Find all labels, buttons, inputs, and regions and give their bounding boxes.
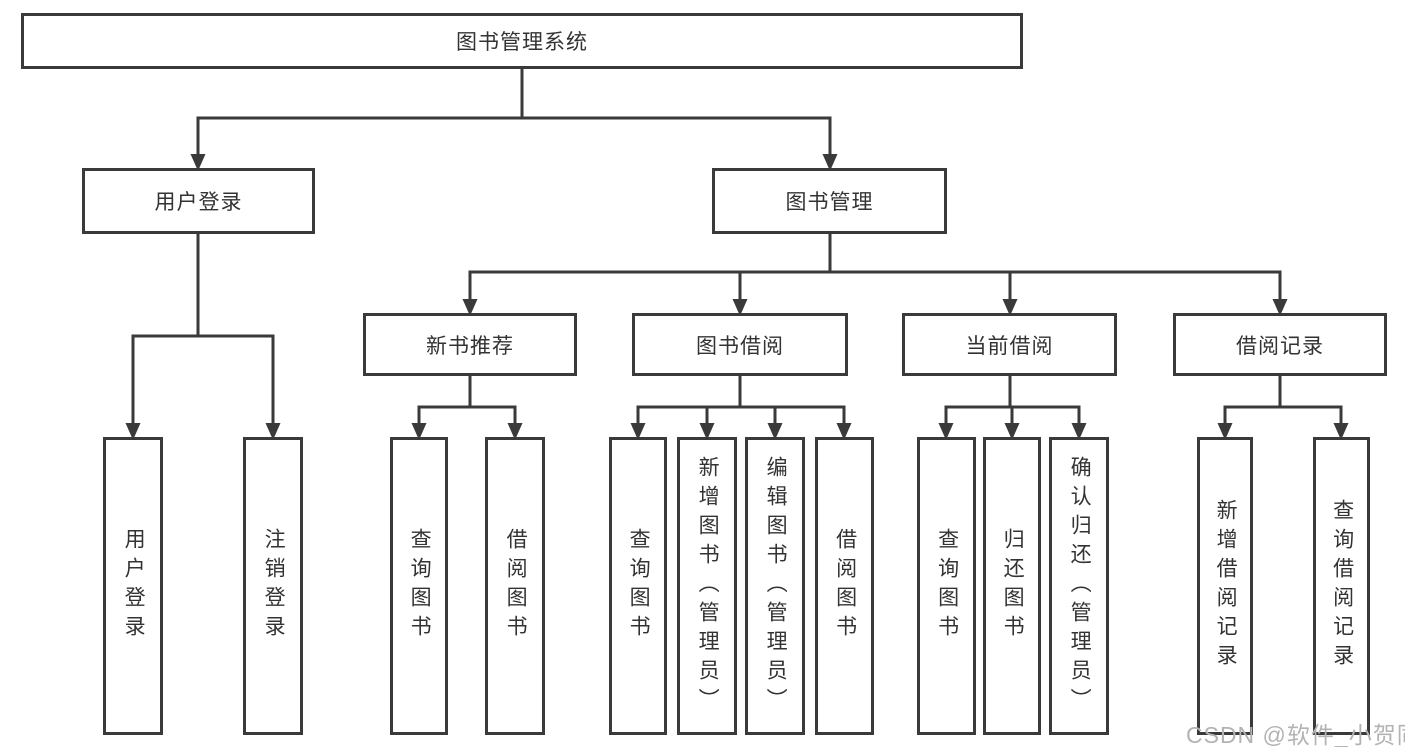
node-user-login: 用户登录 [82, 168, 315, 234]
leaf-borrow-books-recommend-label: 借阅图书 [504, 528, 528, 644]
leaf-query-borrow-record: 查询借阅记录 [1313, 437, 1370, 735]
arrow-to-query-books-recommend [411, 423, 427, 440]
arrow-to-user-login-leaf [125, 423, 141, 440]
node-current-borrowing: 当前借阅 [902, 313, 1117, 376]
leaf-add-borrow-record-label: 新增借阅记录 [1214, 499, 1238, 673]
leaf-add-books-admin-label: 新增图书（管理员） [696, 455, 720, 717]
node-borrowing-records-label: 借阅记录 [1236, 334, 1324, 358]
node-current-borrowing-label: 当前借阅 [965, 334, 1054, 358]
leaf-borrow-books-borrowing-label: 借阅图书 [833, 528, 857, 644]
leaf-confirm-return-admin-label: 确认归还（管理员） [1068, 455, 1092, 717]
leaf-user-login-label: 用户登录 [122, 528, 146, 644]
leaf-borrow-books-recommend: 借阅图书 [485, 437, 545, 735]
node-root-label: 图书管理系统 [456, 31, 588, 54]
leaf-query-books-current: 查询图书 [917, 437, 976, 735]
leaf-add-books-admin: 新增图书（管理员） [677, 437, 737, 735]
leaf-query-books-borrowing: 查询图书 [609, 437, 667, 735]
arrow-to-add-books-admin [699, 423, 715, 440]
leaf-edit-books-admin: 编辑图书（管理员） [745, 437, 805, 735]
node-book-management: 图书管理 [712, 168, 947, 234]
arrow-to-new-book-recommend [462, 299, 478, 316]
arrow-to-book-management [822, 154, 838, 171]
node-book-borrowing-label: 图书借阅 [696, 334, 784, 358]
leaf-return-books-label: 归还图书 [1001, 528, 1025, 644]
arrow-to-confirm-return-admin [1071, 423, 1087, 440]
csdn-watermark: CSDN @软件_小贺同学 [1186, 722, 1405, 747]
leaf-query-books-borrowing-label: 查询图书 [627, 528, 651, 644]
arrow-to-user-login [190, 154, 206, 171]
node-book-management-label: 图书管理 [785, 191, 874, 214]
arrow-to-query-books-current [938, 423, 954, 440]
leaf-edit-books-admin-label: 编辑图书（管理员） [764, 455, 788, 717]
arrow-to-query-borrow-record [1333, 423, 1349, 440]
arrow-to-borrow-books-borrowing [836, 423, 852, 440]
arrowheads [125, 154, 1349, 440]
leaf-add-borrow-record: 新增借阅记录 [1197, 437, 1253, 735]
leaf-query-books-recommend-label: 查询图书 [408, 528, 432, 644]
leaf-borrow-books-borrowing: 借阅图书 [815, 437, 874, 735]
node-user-login-label: 用户登录 [154, 191, 243, 214]
arrow-to-add-borrow-record [1217, 423, 1233, 440]
leaf-query-books-recommend: 查询图书 [390, 437, 448, 735]
leaf-query-borrow-record-label: 查询借阅记录 [1330, 499, 1354, 673]
node-root-library-system: 图书管理系统 [21, 13, 1023, 69]
arrow-to-borrow-books-recommend [507, 423, 523, 440]
leaf-query-books-current-label: 查询图书 [935, 528, 959, 644]
arrow-to-query-books-borrowing [630, 423, 646, 440]
leaf-return-books: 归还图书 [983, 437, 1041, 735]
leaf-logout: 注销登录 [243, 437, 303, 735]
leaf-logout-label: 注销登录 [262, 528, 286, 644]
arrow-to-edit-books-admin [767, 423, 783, 440]
node-new-book-recommend-label: 新书推荐 [426, 334, 514, 358]
node-new-book-recommend: 新书推荐 [363, 313, 577, 376]
node-book-borrowing: 图书借阅 [632, 313, 848, 376]
leaf-confirm-return-admin: 确认归还（管理员） [1049, 437, 1109, 735]
leaf-user-login: 用户登录 [103, 437, 163, 735]
node-borrowing-records: 借阅记录 [1173, 313, 1387, 376]
arrow-to-borrowing-records [1272, 299, 1288, 316]
arrow-to-logout [265, 423, 281, 440]
arrow-to-book-borrowing [732, 299, 748, 316]
arrow-to-current-borrowing [1002, 299, 1018, 316]
arrow-to-return-books [1004, 423, 1020, 440]
